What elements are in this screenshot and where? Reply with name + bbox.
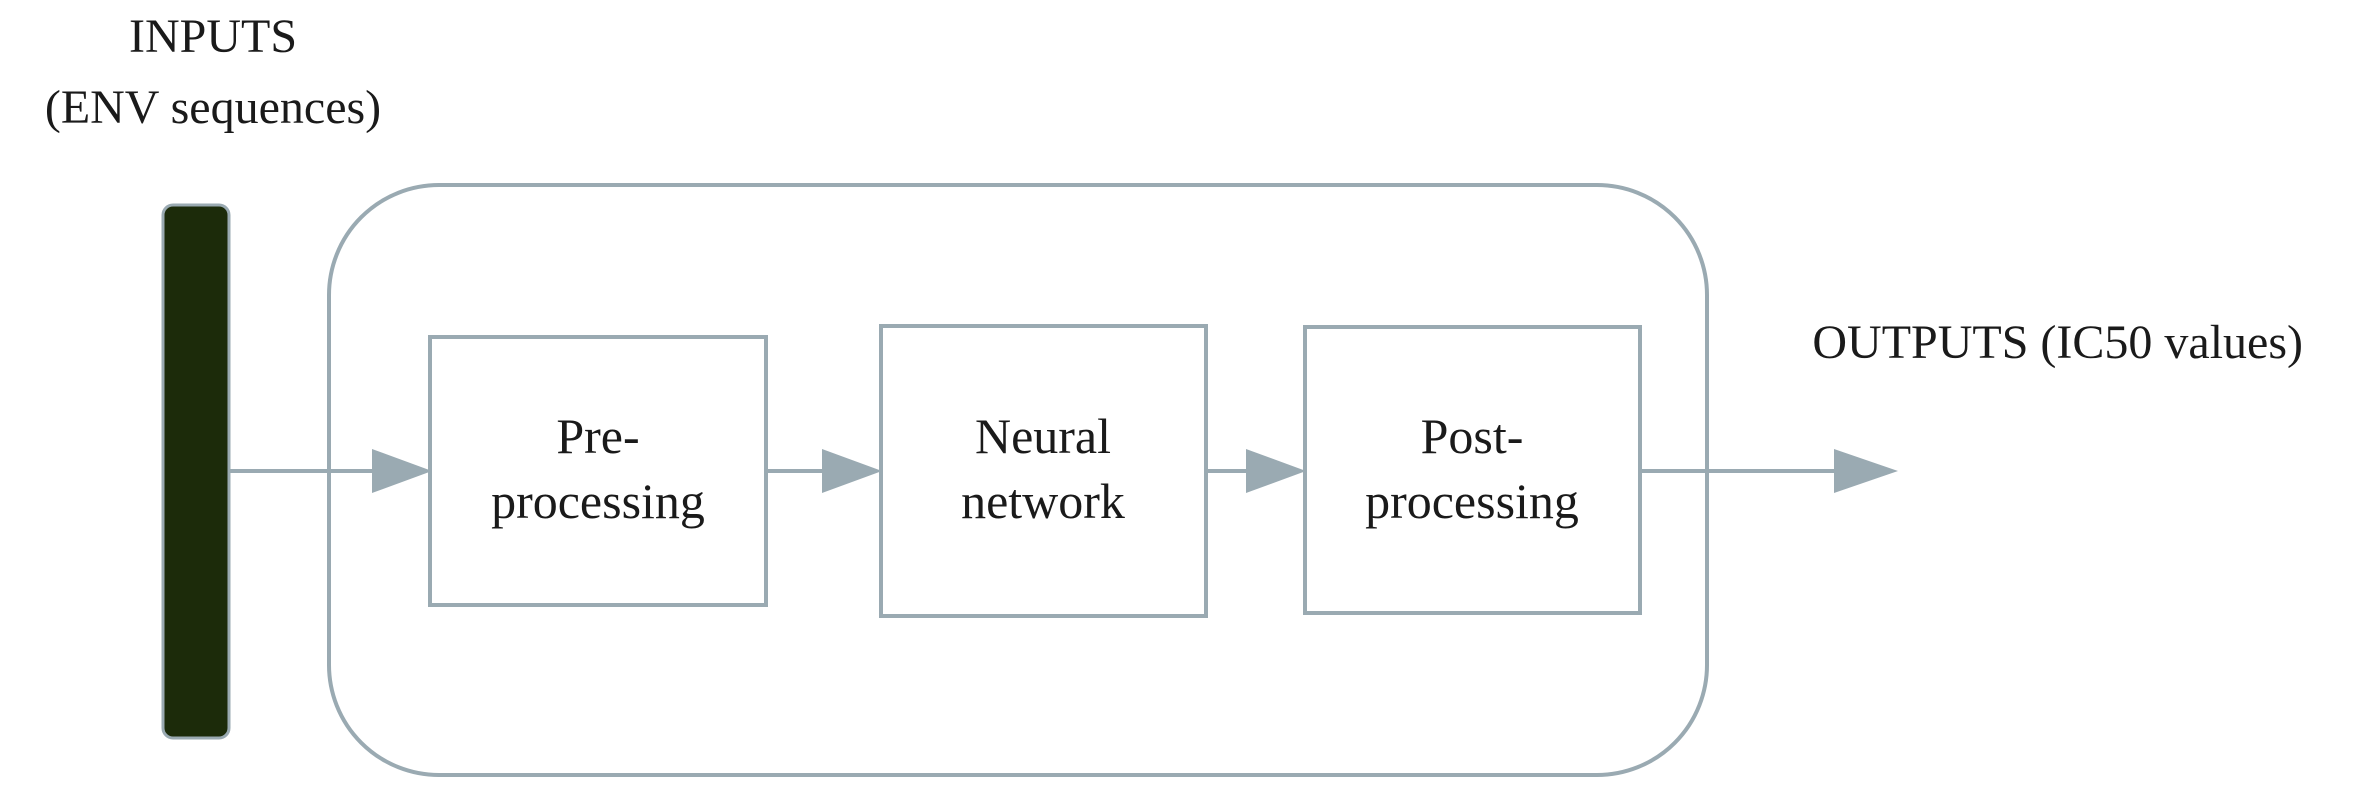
neural-network-label-line1: Neural bbox=[975, 408, 1111, 464]
arrow-postprocessing-to-output-head bbox=[1834, 449, 1898, 493]
postprocessing-box bbox=[1303, 325, 1642, 615]
outputs-label: OUTPUTS (IC50 values) bbox=[1812, 316, 2303, 369]
neural-network-label-line2: network bbox=[961, 473, 1125, 529]
arrow-preprocessing-to-nn-head bbox=[822, 449, 882, 493]
preprocessing-label-line1: Pre- bbox=[556, 408, 639, 464]
preprocessing-label-line2: processing bbox=[491, 473, 705, 529]
arrow-input-to-preprocessing-head bbox=[372, 449, 432, 493]
postprocessing-label-line1: Post- bbox=[1421, 408, 1524, 464]
postprocessing-label-line2: processing bbox=[1365, 473, 1579, 529]
input-sequence-bar bbox=[161, 203, 231, 740]
preprocessing-box bbox=[428, 335, 768, 607]
arrow-nn-to-postprocessing-head bbox=[1246, 449, 1306, 493]
neural-network-box bbox=[879, 324, 1208, 618]
model-container bbox=[327, 183, 1709, 777]
inputs-subtitle: (ENV sequences) bbox=[45, 81, 381, 134]
inputs-title: INPUTS bbox=[129, 10, 297, 63]
